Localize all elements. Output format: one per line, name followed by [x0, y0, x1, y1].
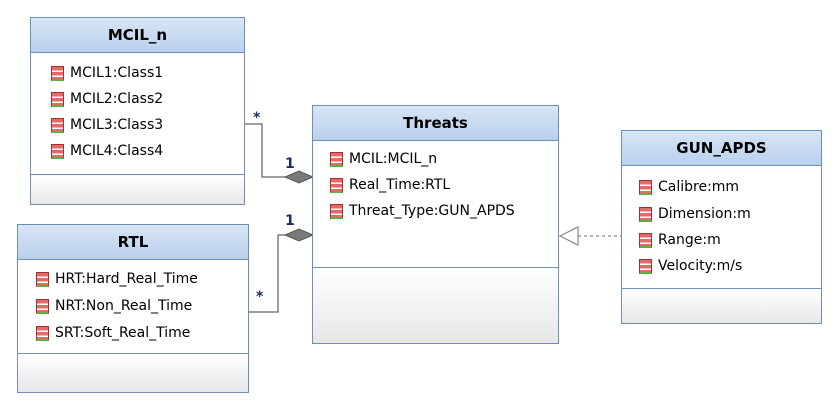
rtl-threats-composition-line[interactable] — [249, 234, 285, 313]
attribute-label: Dimension:m — [658, 206, 751, 222]
attribute-icon — [330, 203, 343, 219]
attribute-item[interactable]: MCIL2:Class2 — [51, 89, 163, 109]
rtl-threats-composition-diamond — [283, 228, 315, 242]
attribute-item[interactable]: Velocity:m/s — [639, 256, 742, 276]
attribute-icon — [51, 143, 64, 159]
attribute-icon — [36, 298, 49, 314]
class-mcil-n-attributes: MCIL1:Class1 MCIL2:Class2 MCIL3:Class3 M… — [31, 53, 244, 175]
attribute-item[interactable]: MCIL1:Class1 — [51, 63, 163, 83]
rtl-multiplicity-many: * — [256, 289, 264, 305]
attribute-icon — [639, 258, 652, 274]
class-rtl-name: RTL — [18, 225, 248, 260]
attribute-icon — [51, 65, 64, 81]
class-gun-apds-name: GUN_APDS — [622, 131, 821, 166]
attribute-item[interactable]: Range:m — [639, 230, 721, 250]
attribute-icon — [36, 325, 49, 341]
attribute-item[interactable]: HRT:Hard_Real_Time — [36, 269, 198, 289]
attribute-label: MCIL4:Class4 — [70, 143, 164, 159]
class-mcil-n-operations — [31, 175, 244, 204]
attribute-icon — [51, 91, 64, 107]
attribute-label: Threat_Type:GUN_APDS — [349, 203, 515, 219]
attribute-label: SRT:Soft_Real_Time — [55, 325, 191, 341]
attribute-icon — [51, 117, 64, 133]
class-gun-apds-attributes: Calibre:mm Dimension:m Range:m Velocity:… — [622, 166, 821, 289]
mcil-threats-composition-diamond — [283, 170, 315, 184]
attribute-label: MCIL2:Class2 — [70, 91, 164, 107]
class-threats-operations — [313, 268, 558, 343]
attribute-label: MCIL3:Class3 — [70, 117, 164, 133]
attribute-label: MCIL1:Class1 — [70, 65, 164, 81]
class-rtl[interactable]: RTL HRT:Hard_Real_Time NRT:Non_Real_Time… — [17, 224, 249, 393]
attribute-label: Calibre:mm — [658, 179, 740, 195]
mcil-threats-composition-line[interactable] — [245, 123, 285, 178]
class-mcil-n[interactable]: MCIL_n MCIL1:Class1 MCIL2:Class2 MCIL3:C… — [30, 17, 245, 205]
attribute-label: HRT:Hard_Real_Time — [55, 271, 198, 287]
attribute-icon — [639, 206, 652, 222]
class-rtl-attributes: HRT:Hard_Real_Time NRT:Non_Real_Time SRT… — [18, 260, 248, 354]
class-rtl-operations — [18, 354, 248, 392]
attribute-label: NRT:Non_Real_Time — [55, 298, 193, 314]
class-mcil-n-name: MCIL_n — [31, 18, 244, 53]
rtl-threats-multiplicity-one: 1 — [285, 213, 295, 229]
attribute-item[interactable]: SRT:Soft_Real_Time — [36, 323, 190, 343]
class-gun-apds-operations — [622, 289, 821, 323]
class-gun-apds[interactable]: GUN_APDS Calibre:mm Dimension:m Range:m … — [621, 130, 822, 324]
mcil-multiplicity-many: * — [253, 110, 261, 126]
attribute-item[interactable]: NRT:Non_Real_Time — [36, 296, 192, 316]
attribute-label: Range:m — [658, 232, 721, 248]
attribute-item[interactable]: MCIL:MCIL_n — [330, 149, 437, 169]
attribute-item[interactable]: MCIL4:Class4 — [51, 141, 163, 161]
attribute-item[interactable]: Real_Time:RTL — [330, 175, 450, 195]
attribute-label: Velocity:m/s — [658, 258, 743, 274]
attribute-item[interactable]: Threat_Type:GUN_APDS — [330, 201, 515, 221]
attribute-item[interactable]: Dimension:m — [639, 204, 751, 224]
attribute-icon — [330, 177, 343, 193]
attribute-icon — [330, 151, 343, 167]
attribute-icon — [639, 179, 652, 195]
attribute-item[interactable]: MCIL3:Class3 — [51, 115, 163, 135]
attribute-icon — [36, 271, 49, 287]
attribute-label: MCIL:MCIL_n — [349, 151, 438, 167]
attribute-item[interactable]: Calibre:mm — [639, 177, 739, 197]
mcil-threats-multiplicity-one: 1 — [285, 156, 295, 172]
class-threats-name: Threats — [313, 106, 558, 141]
class-threats[interactable]: Threats MCIL:MCIL_n Real_Time:RTL Threat… — [312, 105, 559, 344]
attribute-icon — [639, 232, 652, 248]
class-threats-attributes: MCIL:MCIL_n Real_Time:RTL Threat_Type:GU… — [313, 141, 558, 268]
attribute-label: Real_Time:RTL — [349, 177, 451, 193]
gunapds-threats-realization-arrowhead — [558, 226, 579, 246]
